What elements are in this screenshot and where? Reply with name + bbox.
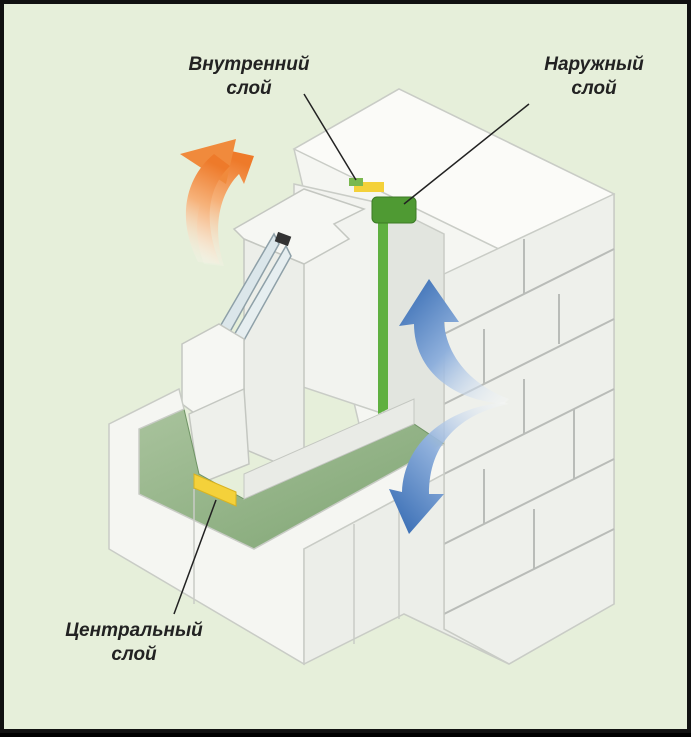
- inner-layer-label-line1: Внутренний: [189, 54, 310, 75]
- window-frame-bottom: [181, 323, 250, 486]
- outer-layer-label-line2: слой: [571, 78, 617, 99]
- inner-layer-label-line2: слой: [226, 78, 272, 99]
- window-installation-diagram: Внутренний слой Наружный слой Центральны…: [65, 54, 644, 666]
- brick-joints: [443, 239, 615, 615]
- leader-lines: [173, 93, 530, 615]
- cool-air-arrow-up-icon: [399, 279, 509, 404]
- window-sill: [138, 398, 445, 550]
- label-outer-layer: Наружный слой: [544, 54, 644, 99]
- outer-layer-label-line1: Наружный: [544, 54, 644, 75]
- central-seal-layer: [193, 473, 237, 507]
- lower-wall-block: [108, 387, 510, 666]
- cool-air-arrow-down-icon: [389, 402, 509, 534]
- outer-layer-leader: [403, 103, 530, 205]
- label-central-layer: Центральный слой: [65, 620, 203, 665]
- inner-layer-leader: [303, 93, 357, 181]
- label-inner-layer: Внутренний слой: [189, 54, 310, 99]
- central-layer-label-line1: Центральный: [65, 620, 203, 641]
- central-layer-label-line2: слой: [111, 644, 157, 665]
- warm-air-arrow-icon: [180, 139, 254, 266]
- central-layer-leader: [173, 499, 217, 615]
